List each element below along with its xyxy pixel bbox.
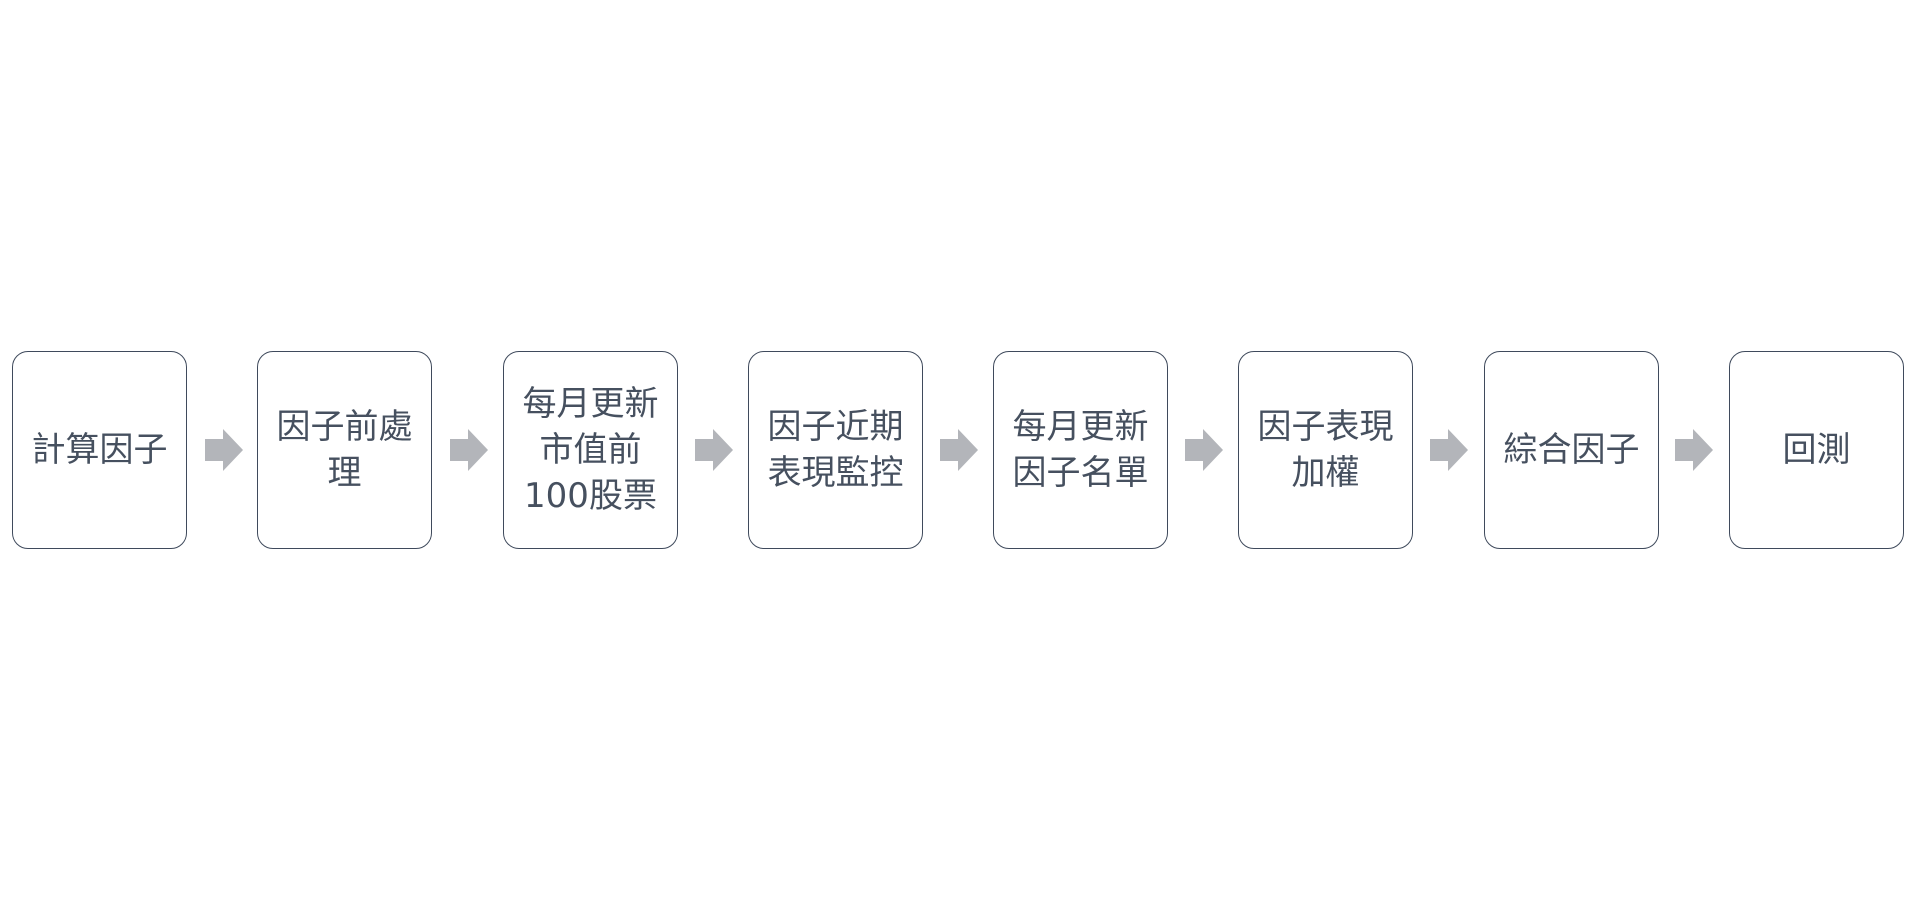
step-label-2: 因子前處 理 bbox=[276, 407, 413, 493]
flow-arrow-icon bbox=[695, 429, 733, 471]
step-box-6: 因子表現 加權 bbox=[1238, 351, 1413, 549]
flow-arrow-icon bbox=[1430, 429, 1468, 471]
step-box-5: 每月更新 因子名單 bbox=[993, 351, 1168, 549]
step-box-7: 綜合因子 bbox=[1484, 351, 1659, 549]
step-box-8: 回測 bbox=[1729, 351, 1904, 549]
step-label-5: 每月更新 因子名單 bbox=[1012, 407, 1149, 493]
step-box-3: 每月更新 市值前 100股票 bbox=[503, 351, 678, 549]
flow-arrow-icon bbox=[1185, 429, 1223, 471]
step-label-7: 綜合因子 bbox=[1503, 430, 1640, 470]
step-box-4: 因子近期 表現監控 bbox=[748, 351, 923, 549]
flow-arrow-icon bbox=[1675, 429, 1713, 471]
step-box-1: 計算因子 bbox=[12, 351, 187, 549]
step-label-4: 因子近期 表現監控 bbox=[767, 407, 904, 493]
flow-arrow-icon bbox=[205, 429, 243, 471]
step-box-2: 因子前處 理 bbox=[257, 351, 432, 549]
step-label-3: 每月更新 市值前 100股票 bbox=[522, 384, 659, 516]
flow-arrow-icon bbox=[940, 429, 978, 471]
flow-arrow-icon bbox=[450, 429, 488, 471]
step-label-6: 因子表現 加權 bbox=[1257, 407, 1394, 493]
step-label-1: 計算因子 bbox=[31, 430, 168, 470]
step-label-8: 回測 bbox=[1782, 430, 1851, 470]
